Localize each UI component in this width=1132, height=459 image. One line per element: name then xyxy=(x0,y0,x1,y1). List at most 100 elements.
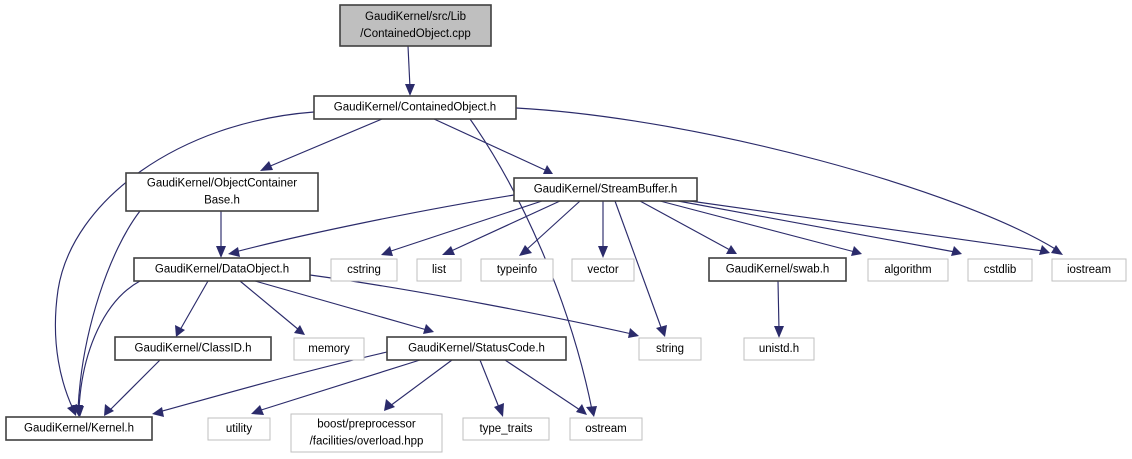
node-label-string: string xyxy=(656,343,684,355)
node-box-algorithm[interactable] xyxy=(867,258,949,282)
graph-node-ostream[interactable]: ostream xyxy=(569,417,643,441)
graph-node-cstring[interactable]: cstring xyxy=(330,258,398,282)
node-box-vector[interactable] xyxy=(571,258,635,282)
node-label-ostream: ostream xyxy=(585,423,627,435)
edge-dataobject-to-memory xyxy=(239,280,300,331)
node-box-kernel[interactable] xyxy=(5,416,153,441)
node-label-typeinfo: typeinfo xyxy=(497,264,537,276)
arrowhead-icon xyxy=(598,246,608,258)
edge-streambuf-to-list xyxy=(448,200,561,253)
graph-node-streambuf[interactable]: GaudiKernel/StreamBuffer.h xyxy=(513,177,698,202)
node-label-root: GaudiKernel/src/Lib xyxy=(365,11,466,23)
arrowhead-icon xyxy=(851,246,862,256)
node-label-root: /ContainedObject.cpp xyxy=(360,28,471,40)
arrowhead-icon xyxy=(628,328,639,338)
arrowhead-icon xyxy=(405,84,415,96)
node-box-string[interactable] xyxy=(638,337,702,361)
node-box-unistd[interactable] xyxy=(743,337,815,361)
edge-swab-to-unistd xyxy=(777,280,780,331)
graph-node-utility[interactable]: utility xyxy=(207,417,271,441)
edge-contained-to-ostream xyxy=(469,118,593,411)
node-box-objcontbase[interactable] xyxy=(125,172,319,212)
node-label-statuscode: GaudiKernel/StatusCode.h xyxy=(408,343,545,355)
graph-node-classid[interactable]: GaudiKernel/ClassID.h xyxy=(114,336,272,361)
node-box-statuscode[interactable] xyxy=(386,336,567,361)
node-label-algorithm: algorithm xyxy=(884,264,931,276)
node-box-contained[interactable] xyxy=(313,95,517,120)
graph-node-algorithm[interactable]: algorithm xyxy=(867,258,949,282)
edge-statuscode-to-boostpp xyxy=(389,359,453,407)
edge-streambuf-to-dataobject xyxy=(234,194,515,253)
node-box-typetraits[interactable] xyxy=(462,417,550,441)
node-label-vector: vector xyxy=(587,264,618,276)
edge-contained-to-streambuf xyxy=(433,118,546,171)
edge-statuscode-to-typetraits xyxy=(479,359,501,411)
arrowhead-icon xyxy=(152,407,164,417)
node-box-dataobject[interactable] xyxy=(133,257,311,282)
arrowhead-icon xyxy=(543,165,553,174)
node-label-unistd: unistd.h xyxy=(759,343,799,355)
node-label-swab: GaudiKernel/swab.h xyxy=(726,264,830,276)
graph-node-cstdlib[interactable]: cstdlib xyxy=(967,258,1033,282)
node-box-streambuf[interactable] xyxy=(513,177,698,202)
graph-node-statuscode[interactable]: GaudiKernel/StatusCode.h xyxy=(386,336,567,361)
graph-node-typeinfo[interactable]: typeinfo xyxy=(480,258,554,282)
edge-contained-to-iostream xyxy=(515,107,1058,251)
arrowhead-icon xyxy=(228,247,240,257)
edge-statuscode-to-ostream xyxy=(504,359,581,411)
edge-objcontbase-to-kernel xyxy=(77,210,141,410)
node-box-boostpp[interactable] xyxy=(290,413,443,453)
graph-node-vector[interactable]: vector xyxy=(571,258,635,282)
node-box-list[interactable] xyxy=(416,258,462,282)
edge-dataobject-to-statuscode xyxy=(254,280,428,331)
node-box-ostream[interactable] xyxy=(569,417,643,441)
edge-statuscode-to-kernel xyxy=(158,351,388,413)
node-box-iostream[interactable] xyxy=(1051,258,1127,282)
graph-node-kernel[interactable]: GaudiKernel/Kernel.h xyxy=(5,416,153,441)
node-label-utility: utility xyxy=(226,423,252,435)
arrowhead-icon xyxy=(423,324,434,334)
edge-streambuf-to-cstdlib xyxy=(677,200,956,253)
node-box-classid[interactable] xyxy=(114,336,272,361)
edge-dataobject-to-string xyxy=(309,274,633,335)
arrowhead-icon xyxy=(951,246,962,256)
node-box-cstring[interactable] xyxy=(330,258,398,282)
node-box-swab[interactable] xyxy=(708,257,847,282)
graph-node-contained[interactable]: GaudiKernel/ContainedObject.h xyxy=(313,95,517,120)
node-box-memory[interactable] xyxy=(293,337,365,361)
arrowhead-icon xyxy=(216,246,226,258)
graph-node-iostream[interactable]: iostream xyxy=(1051,258,1127,282)
node-label-cstring: cstring xyxy=(347,264,381,276)
edge-statuscode-to-utility xyxy=(257,359,421,412)
arrowhead-icon xyxy=(73,405,84,417)
graph-node-dataobject[interactable]: GaudiKernel/DataObject.h xyxy=(133,257,311,282)
graph-node-typetraits[interactable]: type_traits xyxy=(462,417,550,441)
node-box-utility[interactable] xyxy=(207,417,271,441)
graph-node-unistd[interactable]: unistd.h xyxy=(743,337,815,361)
graph-node-boostpp[interactable]: boost/preprocessor/facilities/overload.h… xyxy=(290,413,443,453)
arrowhead-icon xyxy=(381,246,393,256)
arrowhead-icon xyxy=(494,403,504,417)
arrowhead-icon xyxy=(260,161,273,171)
node-label-boostpp: /facilities/overload.hpp xyxy=(310,436,424,448)
graph-node-memory[interactable]: memory xyxy=(293,337,365,361)
arrowhead-icon xyxy=(576,404,587,415)
node-label-boostpp: boost/preprocessor xyxy=(317,419,416,431)
edge-streambuf-to-cstring xyxy=(387,200,543,253)
graph-node-root[interactable]: GaudiKernel/src/Lib/ContainedObject.cpp xyxy=(339,4,492,47)
node-box-cstdlib[interactable] xyxy=(967,258,1033,282)
edge-dataobject-to-kernel xyxy=(78,280,141,410)
graph-node-string[interactable]: string xyxy=(638,337,702,361)
edge-streambuf-to-typeinfo xyxy=(524,200,581,252)
graph-node-swab[interactable]: GaudiKernel/swab.h xyxy=(708,257,847,282)
edge-streambuf-to-iostream xyxy=(689,200,1044,252)
arrowhead-icon xyxy=(175,325,185,337)
node-box-typeinfo[interactable] xyxy=(480,258,554,282)
node-label-typetraits: type_traits xyxy=(479,423,532,435)
node-label-kernel: GaudiKernel/Kernel.h xyxy=(24,423,134,435)
arrowhead-icon xyxy=(656,325,667,337)
node-label-cstdlib: cstdlib xyxy=(984,264,1017,276)
graph-node-list[interactable]: list xyxy=(416,258,462,282)
node-box-root[interactable] xyxy=(339,4,492,47)
